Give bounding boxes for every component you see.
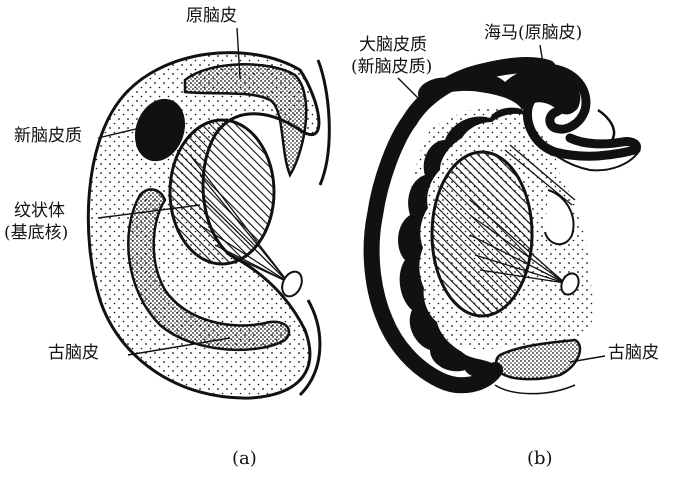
label-archicortex-a: 原脑皮 (186, 7, 237, 26)
diagram-a (88, 28, 329, 398)
label-paleocortex-b: 古脑皮 (608, 344, 659, 363)
caption-a: (a) (232, 449, 257, 468)
label-hippocampus-b: 海马(原脑皮) (484, 24, 582, 43)
striatum-b (432, 152, 532, 316)
label-paleocortex-a: 古脑皮 (48, 344, 99, 363)
diagram-b (372, 45, 640, 394)
paleocortex-lower-b (495, 385, 575, 394)
striatum-a (170, 120, 274, 264)
label-cerebral-cortex-b-line2: (新脑皮质) (351, 58, 432, 77)
label-striatum-a-line2: (基底核) (4, 224, 68, 243)
label-striatum-a-line1: 纹状体 (14, 202, 65, 221)
hippocampus-hook-b (598, 110, 614, 140)
label-cerebral-cortex-b-line1: 大脑皮质 (359, 36, 427, 55)
caption-b: (b) (527, 449, 553, 468)
label-neocortex-a: 新脑皮质 (14, 127, 82, 146)
